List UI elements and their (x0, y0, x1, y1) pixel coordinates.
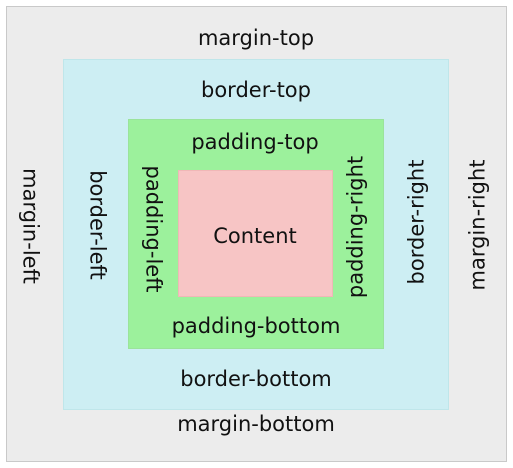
padding-top-label: padding-top (191, 130, 319, 154)
content-label: Content (213, 224, 297, 248)
border-left-label: border-left (85, 170, 110, 280)
margin-left-label: margin-left (18, 168, 43, 284)
border-bottom-label: border-bottom (180, 367, 332, 391)
border-right-label: border-right (404, 159, 429, 285)
padding-left-label: padding-left (141, 165, 166, 293)
margin-top-label: margin-top (197, 26, 315, 50)
padding-right-label: padding-right (343, 155, 368, 299)
margin-right-label: margin-right (465, 159, 490, 291)
content-area (178, 170, 333, 297)
margin-bottom-label: margin-bottom (177, 412, 335, 436)
padding-bottom-label: padding-bottom (171, 314, 341, 338)
border-top-label: border-top (201, 78, 311, 102)
